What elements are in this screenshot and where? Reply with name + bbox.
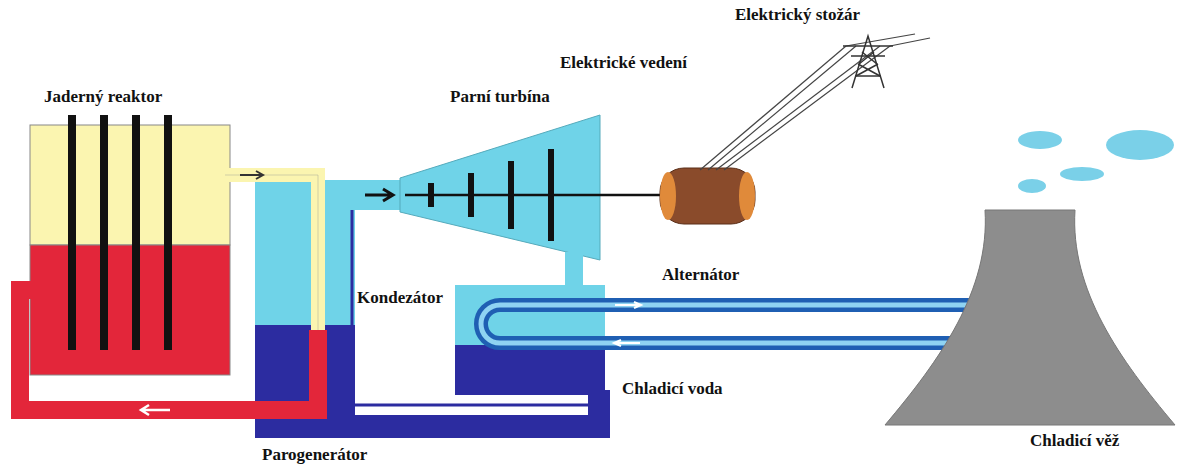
part-label: Chladicí voda [622, 380, 723, 399]
steam-generator [255, 180, 355, 438]
part-label: Parní turbína [450, 88, 550, 107]
cooling-tower [885, 210, 1175, 425]
alternator [660, 168, 755, 224]
alternator-end [660, 172, 676, 220]
turbine-blades [428, 149, 554, 241]
flow-arrow [615, 302, 641, 308]
control-rods [68, 115, 172, 350]
part-label: Kondezátor [357, 289, 443, 308]
part-label: Chladicí věž [1030, 432, 1119, 451]
reactor-core [30, 245, 230, 375]
exhaust-pipe [565, 252, 583, 288]
steam-turbine [400, 115, 600, 260]
alternator-end [739, 172, 755, 220]
part-label: Alternátor [662, 266, 739, 285]
feedwater-riser [588, 390, 610, 438]
cooling-pipe-inner [481, 305, 1000, 343]
part-label: Parogenerátor [262, 446, 367, 465]
flow-arrow [240, 171, 263, 179]
part-label: Jaderný reaktor [44, 88, 162, 107]
hot-leg [225, 175, 318, 330]
cooling-pipe [481, 305, 1000, 343]
power-lines [700, 34, 930, 170]
steam-clouds [1018, 130, 1174, 193]
flow-arrow [614, 340, 640, 346]
steam-header [255, 180, 405, 210]
cold-leg [20, 290, 318, 410]
steam-arrow [365, 189, 393, 201]
pylon [843, 36, 893, 88]
shaft [405, 194, 665, 197]
part-label: Elektrický stožár [735, 6, 860, 25]
reactor-top [30, 125, 230, 245]
part-label: Elektrické vedení [560, 54, 687, 73]
flow-arrow [141, 405, 170, 415]
